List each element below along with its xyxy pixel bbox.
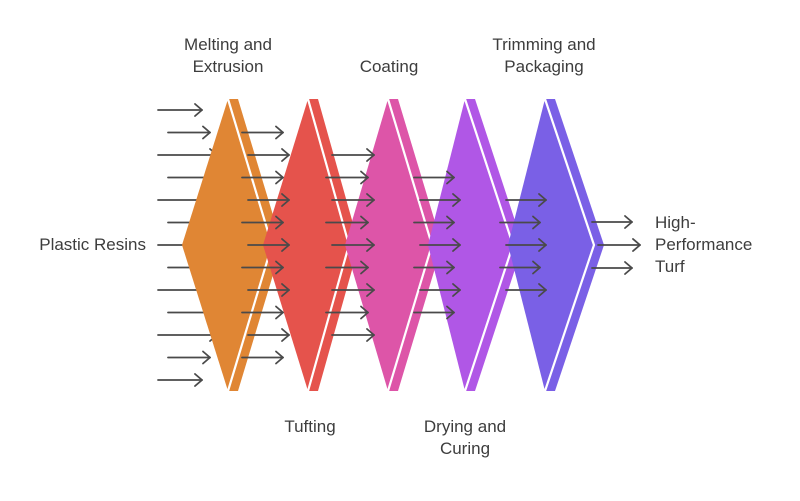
input-arrow bbox=[157, 328, 218, 342]
transfer-arrow-1 bbox=[241, 215, 284, 230]
transfer-arrow-3 bbox=[413, 305, 455, 320]
stage-label-coating: Coating bbox=[359, 57, 419, 76]
transfer-arrow-1 bbox=[241, 260, 284, 275]
output-arrow bbox=[597, 238, 641, 252]
transfer-arrow-2 bbox=[325, 305, 369, 320]
transfer-arrow-3 bbox=[419, 283, 461, 297]
transfer-arrow-3 bbox=[419, 193, 461, 207]
transfer-arrow-2 bbox=[331, 328, 375, 342]
transfer-arrow-3 bbox=[413, 170, 455, 185]
transfer-arrow-3 bbox=[419, 238, 461, 252]
transfer-arrow-1 bbox=[247, 148, 290, 162]
transfer-arrow-4 bbox=[499, 215, 541, 230]
output-arrow bbox=[591, 261, 633, 275]
input-arrow bbox=[167, 350, 211, 365]
transfer-arrow-1 bbox=[247, 328, 290, 342]
transfer-arrow-1 bbox=[241, 350, 284, 365]
stage-label-trimming-packaging: Trimming and Packaging bbox=[492, 35, 596, 76]
input-label: Plastic Resins bbox=[39, 235, 146, 254]
stage-chevron-5 bbox=[508, 98, 604, 392]
transfer-arrow-4 bbox=[499, 260, 541, 275]
transfer-arrow-2 bbox=[331, 148, 375, 162]
transfer-arrow-3 bbox=[413, 260, 455, 275]
stage-label-melting-extrusion: Melting and Extrusion bbox=[184, 35, 272, 76]
input-arrow bbox=[157, 148, 218, 162]
stage-label-tufting: Tufting bbox=[284, 417, 336, 436]
stage-label-drying-curing: Drying and Curing bbox=[423, 417, 507, 458]
transfer-arrow-1 bbox=[241, 125, 284, 140]
transfer-arrow-3 bbox=[413, 215, 455, 230]
output-label: High- Performance Turf bbox=[655, 213, 753, 276]
transfer-arrow-2 bbox=[325, 170, 369, 185]
transfer-arrow-1 bbox=[247, 193, 290, 207]
transfer-arrow-2 bbox=[331, 238, 375, 252]
transfer-arrow-1 bbox=[247, 238, 290, 252]
input-arrow bbox=[157, 103, 203, 117]
transfer-arrow-4 bbox=[505, 283, 547, 297]
transfer-arrow-1 bbox=[241, 305, 284, 320]
transfer-arrow-2 bbox=[331, 193, 375, 207]
transfer-arrow-4 bbox=[505, 193, 547, 207]
output-arrow bbox=[591, 215, 633, 229]
transfer-arrow-2 bbox=[331, 283, 375, 297]
input-arrow bbox=[157, 373, 203, 387]
transfer-arrow-4 bbox=[505, 238, 547, 252]
input-arrow bbox=[167, 125, 211, 140]
transfer-arrow-2 bbox=[325, 260, 369, 275]
transfer-arrow-2 bbox=[325, 215, 369, 230]
transfer-arrow-1 bbox=[241, 170, 284, 185]
transfer-arrow-1 bbox=[247, 283, 290, 297]
